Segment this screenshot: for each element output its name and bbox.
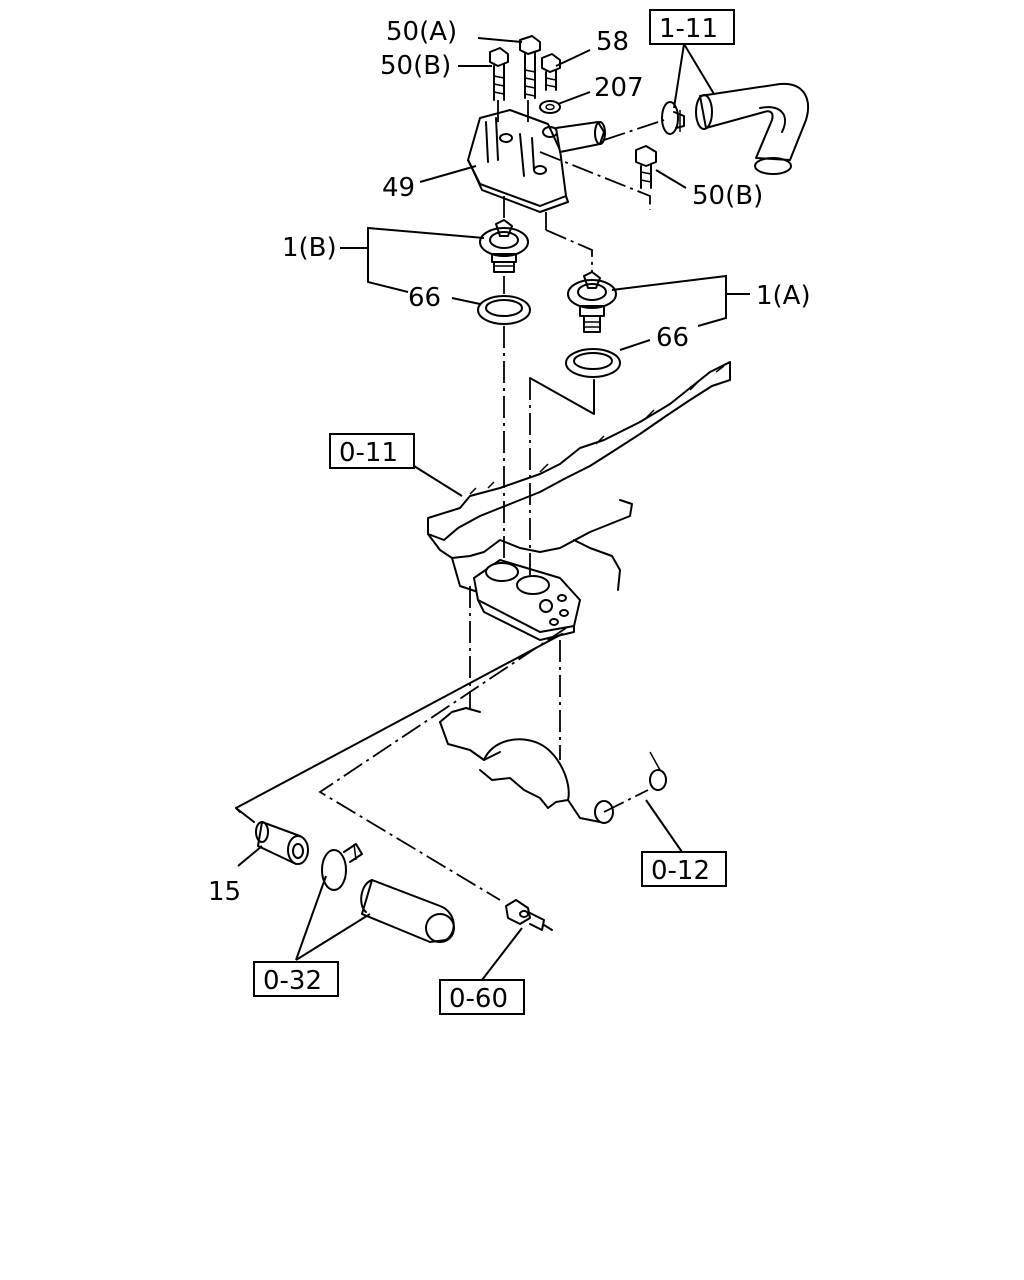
gasket-66-left [477, 295, 531, 325]
bolt-50b-right [635, 145, 657, 189]
ref-0-60: 0-60 [449, 984, 508, 1014]
label-1b: 1(B) [282, 233, 337, 263]
pipe-15 [255, 821, 309, 865]
label-66-left: 66 [408, 283, 441, 313]
bolt-58 [541, 53, 561, 91]
thermostat-housing-49 [467, 109, 606, 213]
bolt-50a [519, 35, 541, 99]
sensor-0-60 [505, 899, 553, 931]
label-49: 49 [382, 173, 415, 203]
hose-clamp-lower [321, 843, 363, 891]
ref-1-11: 1-11 [659, 14, 718, 44]
label-50a: 50(A) [386, 17, 457, 47]
hose-1-11 [695, 82, 810, 175]
ref-0-12: 0-12 [651, 856, 710, 886]
cylinder-head-0-11 [427, 361, 731, 593]
ref-0-32: 0-32 [263, 966, 322, 996]
ref-box-0-11: 0-11 [329, 433, 415, 469]
ref-box-1-11: 1-11 [649, 9, 735, 45]
ref-box-0-60: 0-60 [439, 979, 525, 1015]
thermostat-1b [479, 219, 529, 273]
engine-block-lower [439, 586, 667, 824]
label-1a: 1(A) [756, 281, 811, 311]
leader-lines [237, 37, 750, 981]
washer-207 [539, 100, 561, 114]
hose-clamp-top [661, 101, 685, 135]
label-50b-top: 50(B) [380, 51, 451, 81]
thermostat-seat-block [473, 559, 581, 641]
thermostat-1a [567, 271, 617, 333]
ref-box-0-12: 0-12 [641, 851, 727, 887]
gasket-66-right [565, 348, 621, 378]
bolt-50b-top [489, 47, 509, 101]
label-66-right: 66 [656, 323, 689, 353]
label-58: 58 [596, 27, 629, 57]
ref-box-0-32: 0-32 [253, 961, 339, 997]
label-50b-right: 50(B) [692, 181, 763, 211]
ref-0-11: 0-11 [339, 438, 398, 468]
assembly-lines [235, 100, 665, 901]
label-207: 207 [594, 73, 644, 103]
label-15: 15 [208, 877, 241, 907]
hose-0-32 [360, 879, 455, 943]
